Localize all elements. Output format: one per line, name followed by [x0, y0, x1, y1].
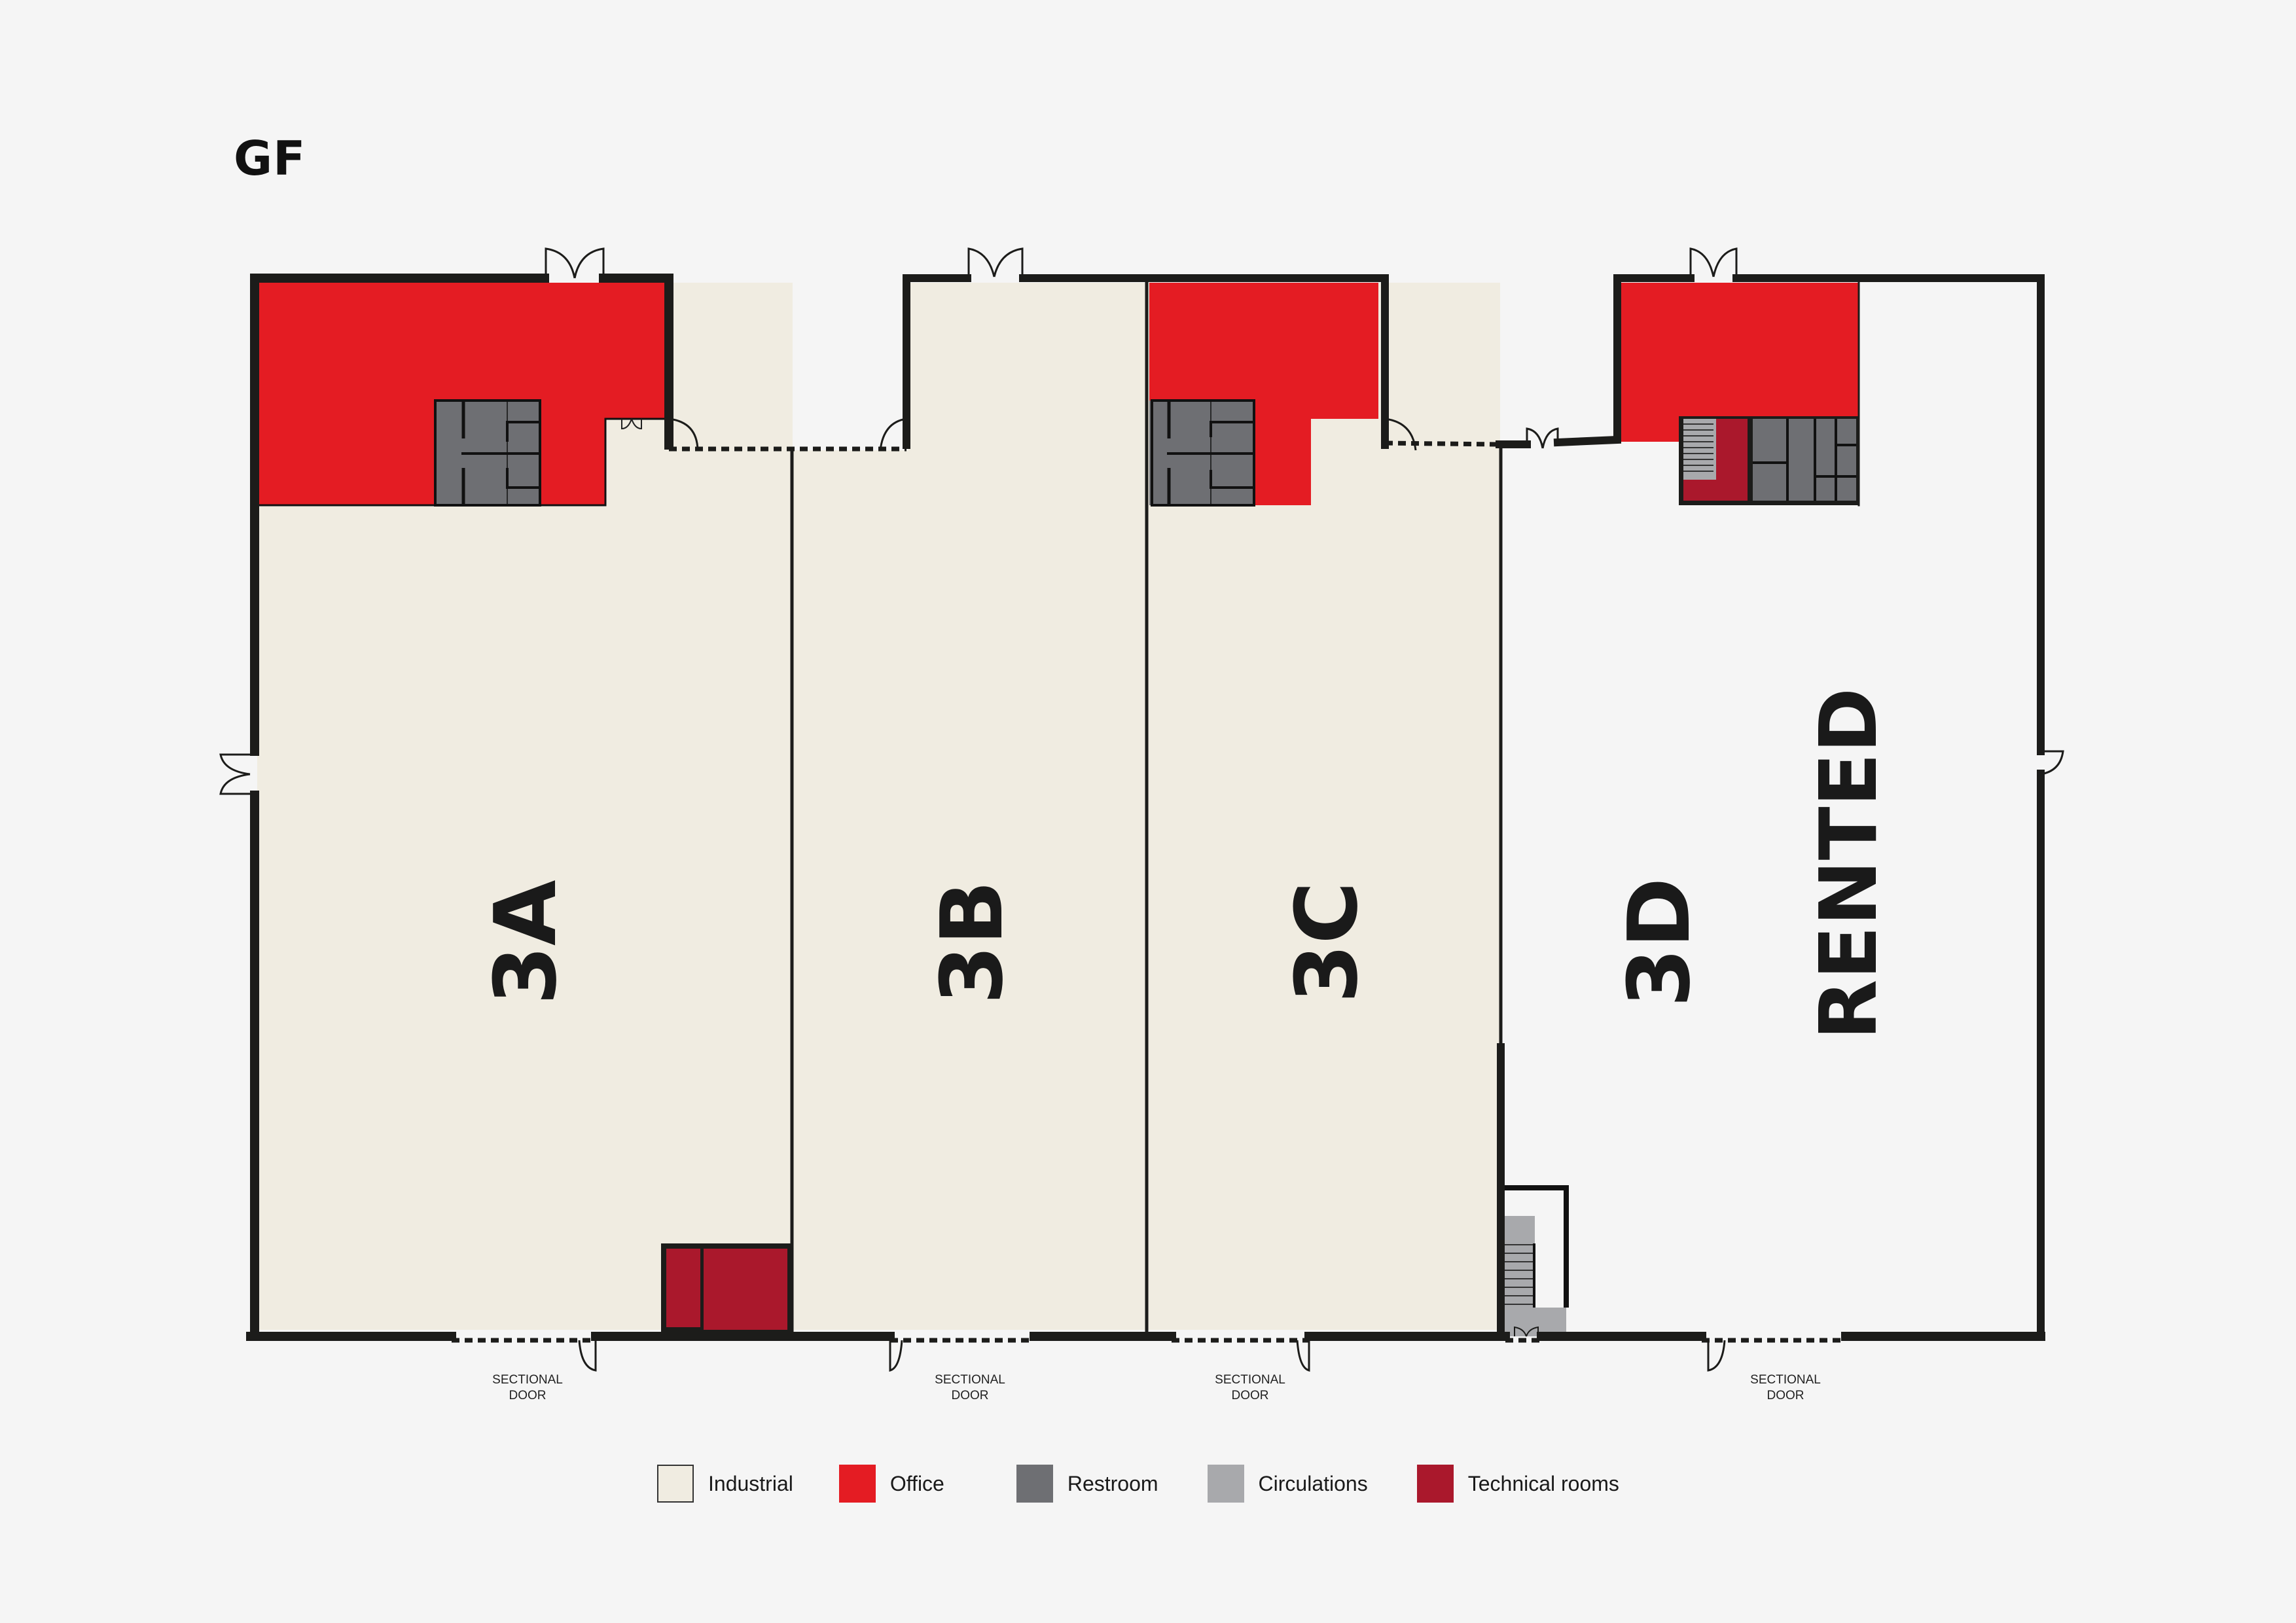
legend-label-industrial: Industrial — [708, 1471, 793, 1495]
unit-3a-label: 3A — [476, 880, 575, 1005]
legend-item-restroom: Restroom — [1016, 1465, 1158, 1503]
unit-3d-service-block — [1679, 416, 1859, 505]
unit-3a-side-double-door-icon[interactable] — [219, 753, 255, 795]
sectional-door-labels: SECTIONAL DOOR SECTIONAL DOOR SECTIONAL … — [492, 1373, 1821, 1402]
unit-3d-sectional-door-icon[interactable] — [1707, 1340, 1726, 1372]
unit-3a-sectional-door-icon[interactable] — [578, 1340, 597, 1372]
walls — [246, 274, 2045, 1341]
dashed-openings — [452, 440, 1846, 1343]
unit-3a-restroom-block — [434, 399, 541, 507]
legend-label-restroom: Restroom — [1067, 1471, 1158, 1495]
legend-swatch-restroom — [1016, 1465, 1053, 1503]
unit-3b-label: 3B — [922, 880, 1022, 1005]
legend-label-circulations: Circulations — [1258, 1471, 1368, 1495]
unit-3a-technical-rooms — [661, 1243, 792, 1332]
unit-3d-sectional-door-label-line2: DOOR — [1767, 1389, 1804, 1402]
unit-3b-industrial-area — [793, 450, 1147, 1330]
unit-3d-stair-double-door-icon[interactable] — [1514, 1326, 1539, 1337]
unit-3c-sectional-door-label: SECTIONAL — [1215, 1373, 1285, 1387]
unit-3c-label: 3C — [1277, 882, 1376, 1003]
legend-item-circulations: Circulations — [1207, 1465, 1368, 1503]
legend-label-technical-rooms: Technical rooms — [1467, 1471, 1619, 1495]
unit-3c-restroom-block — [1149, 399, 1255, 507]
legend: Industrial Office Restroom Circulations … — [657, 1465, 1666, 1503]
floor-title: GF — [234, 131, 306, 186]
unit-3d[interactable]: 3D RENTED — [1504, 283, 1895, 1336]
unit-3a-office-door-icon — [621, 418, 642, 430]
doors[interactable] — [219, 247, 2064, 1372]
unit-3b-sectional-door-icon[interactable] — [889, 1340, 903, 1372]
unit-3d-technical-room — [1683, 419, 1748, 501]
legend-swatch-industrial — [657, 1465, 694, 1503]
unit-3d-office-area — [1620, 283, 1859, 442]
unit-3d-circulation-stair — [1504, 1185, 1569, 1336]
legend-swatch-office — [838, 1465, 876, 1503]
unit-3b[interactable]: 3B — [793, 283, 1147, 1330]
unit-3c-sectional-door-label-line2: DOOR — [1232, 1389, 1269, 1402]
legend-swatch-technical-rooms — [1416, 1465, 1454, 1503]
legend-item-office: Office — [838, 1465, 944, 1503]
unit-3d-side-door-icon[interactable] — [2040, 750, 2064, 776]
unit-3d-label: 3D — [1609, 878, 1709, 1007]
unit-3c[interactable]: 3C — [1147, 283, 1500, 1330]
unit-3a-3b-passage-door-icon[interactable] — [668, 418, 699, 451]
unit-3a-sectional-door-label: SECTIONAL — [492, 1373, 563, 1387]
unit-3b-entrance-double-door-icon[interactable] — [967, 247, 1024, 278]
unit-3a-sectional-door-label-line2: DOOR — [509, 1389, 547, 1402]
unit-3d-restroom-block — [1753, 419, 1856, 501]
unit-3c-sectional-door-icon[interactable] — [1296, 1340, 1310, 1372]
unit-3d-lobby-double-door-icon[interactable] — [1526, 427, 1559, 449]
unit-3d-rented-label: RENTED — [1804, 688, 1895, 1040]
unit-3a-entrance-double-door-icon[interactable] — [545, 247, 605, 279]
legend-item-technical-rooms: Technical rooms — [1416, 1465, 1619, 1503]
legend-label-office: Office — [889, 1471, 944, 1495]
unit-3b-sectional-door-label: SECTIONAL — [935, 1373, 1005, 1387]
legend-item-industrial: Industrial — [657, 1465, 793, 1503]
legend-swatch-circulations — [1207, 1465, 1244, 1503]
unit-3a[interactable]: 3A — [257, 283, 793, 1332]
unit-3b-sectional-door-label-line2: DOOR — [952, 1389, 989, 1402]
unit-3a-office-area — [257, 283, 668, 505]
unit-3c-passage-door-icon[interactable] — [1384, 418, 1417, 451]
unit-3b-passage-door-icon[interactable] — [879, 418, 907, 451]
unit-3d-entrance-double-door-icon[interactable] — [1689, 247, 1738, 278]
unit-3d-sectional-door-label: SECTIONAL — [1750, 1373, 1821, 1387]
